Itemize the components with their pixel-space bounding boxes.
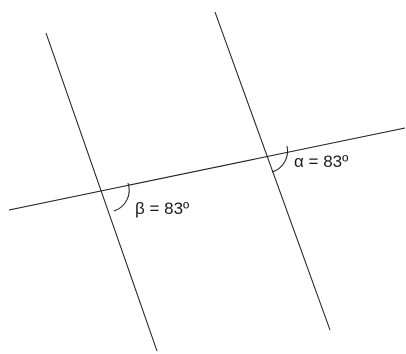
alpha-angle-label: α = 83º xyxy=(294,152,348,171)
beta-angle-label: β = 83º xyxy=(135,199,189,218)
alpha-angle-arc xyxy=(271,145,289,173)
beta-angle-arc xyxy=(113,182,130,212)
parallel-line-left xyxy=(45,32,158,352)
parallel-line-right xyxy=(214,11,331,331)
transversal-line xyxy=(8,127,406,211)
